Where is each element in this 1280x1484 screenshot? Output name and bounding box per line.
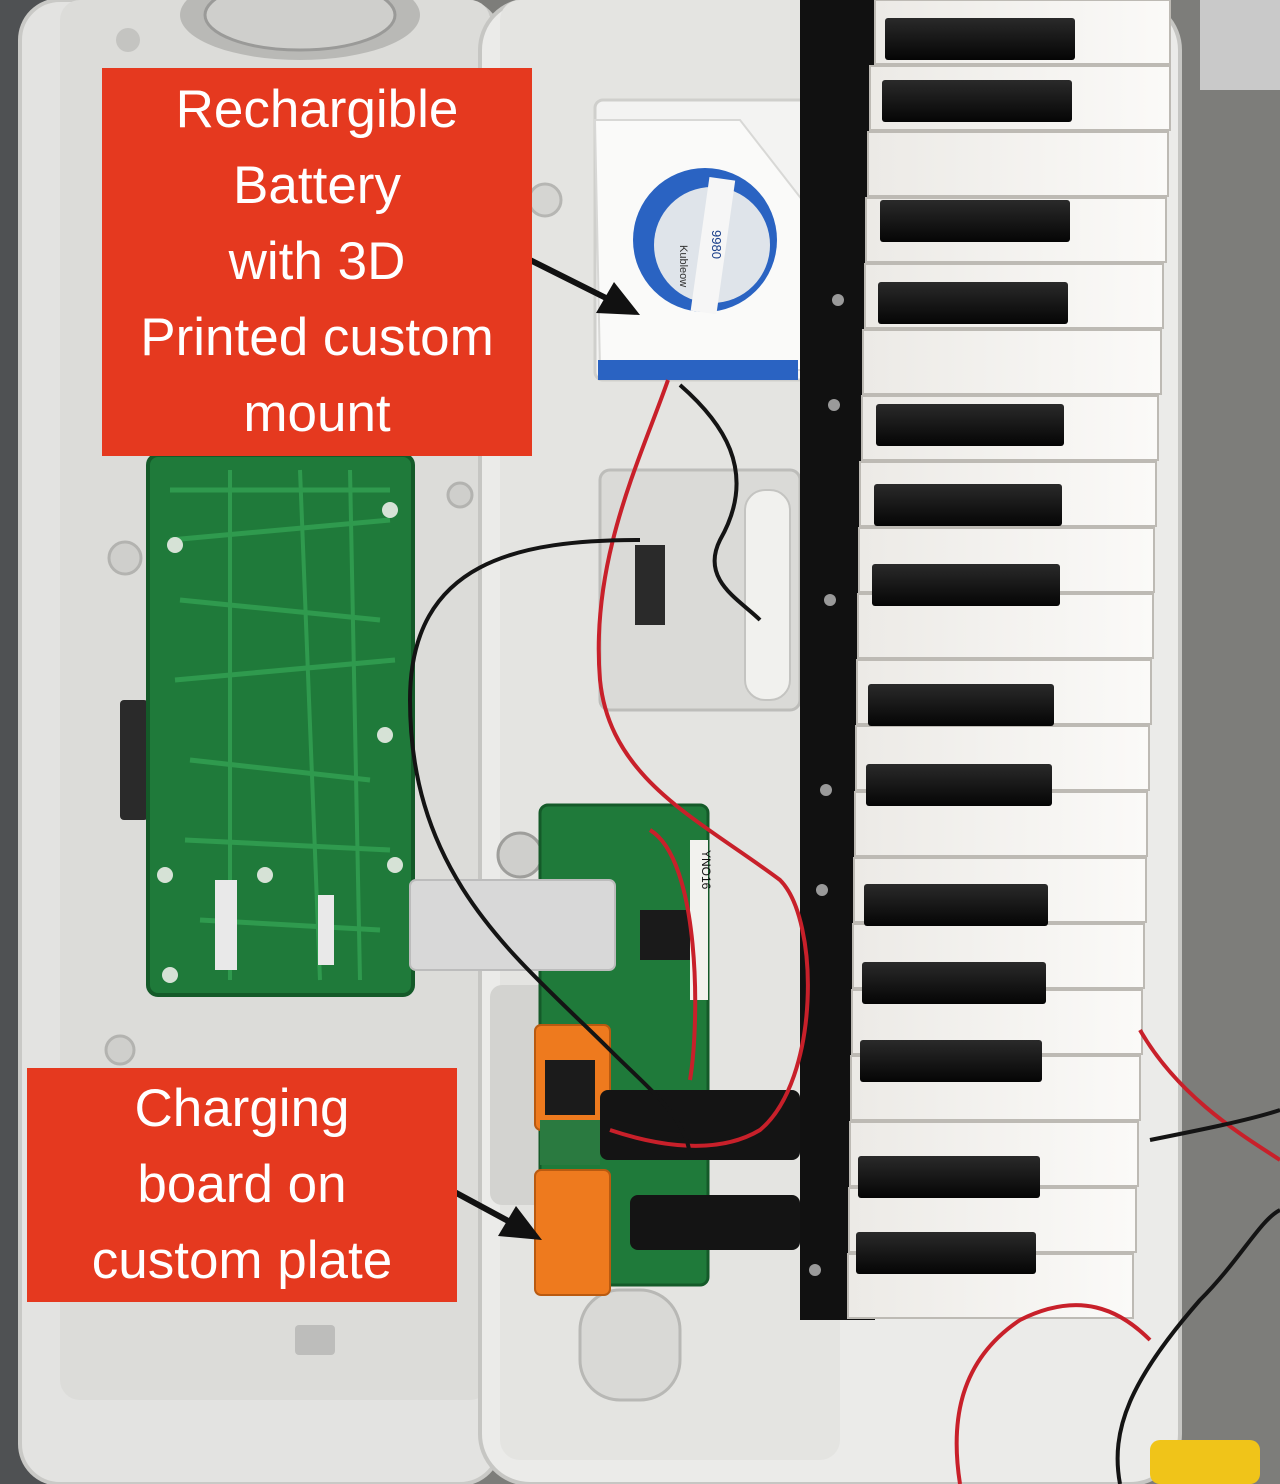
battery-callout-line-5: mount — [243, 384, 391, 443]
battery-arrowhead — [596, 282, 640, 315]
bubble-wrap — [1200, 0, 1280, 90]
battery-callout-line-2: Battery — [233, 156, 401, 215]
main-pcb — [146, 453, 415, 997]
white-keys — [847, 0, 1171, 1319]
battery-callout-label: Rechargible Battery with 3D Printed cust… — [102, 68, 532, 456]
battery-brand-text: Kubleow — [677, 245, 689, 287]
battery-holder — [598, 468, 802, 712]
charging-board-callout-label: Charging board on custom plate — [27, 1068, 457, 1302]
foam-tape — [409, 879, 616, 971]
battery-print-text: 9980 — [709, 230, 724, 259]
pcb-silkscreen-text: YNO16 — [699, 850, 713, 890]
charging-callout-line-2: board on — [137, 1155, 347, 1214]
callout-arrows — [434, 252, 640, 1240]
charging-callout-line-3: custom plate — [91, 1231, 393, 1290]
battery-callout-line-1: Rechargible — [175, 80, 459, 139]
battery-arrow — [518, 252, 612, 303]
charging-callout-line-1: Charging — [134, 1079, 350, 1138]
black-keys — [856, 18, 1075, 1274]
battery-callout-line-3: with 3D — [228, 232, 406, 291]
keyboard-keybed — [800, 0, 1171, 1320]
battery-with-mount: 9980 Kubleow — [593, 98, 817, 382]
orange-custom-plate — [534, 1024, 611, 1296]
yellow-tool — [1150, 1440, 1260, 1484]
wires — [407, 379, 1280, 1484]
battery-callout-line-4: Printed custom — [140, 308, 494, 367]
charging-arrowhead — [498, 1206, 542, 1240]
